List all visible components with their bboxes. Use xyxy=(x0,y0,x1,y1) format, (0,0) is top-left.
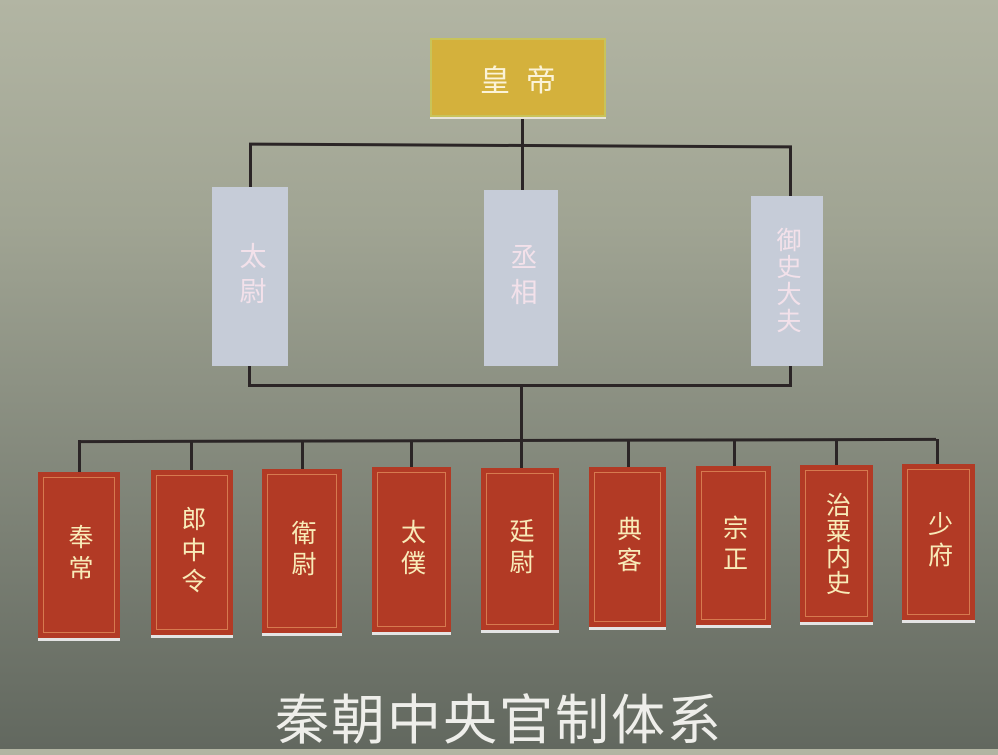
emperor-node: 皇帝 xyxy=(430,38,606,117)
connector-chengxiang xyxy=(521,145,524,191)
connector-official-6 xyxy=(627,440,630,468)
official-label: 廷尉 xyxy=(506,518,535,580)
official-node-3: 衛尉 xyxy=(262,469,342,633)
official-node-7: 宗正 xyxy=(696,466,771,625)
official-node-2: 郎中令 xyxy=(151,470,233,635)
connector-official-7 xyxy=(733,440,736,467)
minister-label: 御史大夫 xyxy=(773,227,802,335)
official-node-5: 廷尉 xyxy=(481,468,559,630)
connector-yushi xyxy=(789,147,792,197)
official-node-6: 典客 xyxy=(589,467,666,627)
official-node-9: 少府 xyxy=(902,464,975,620)
official-label: 衛尉 xyxy=(288,520,317,582)
official-label: 郎中令 xyxy=(178,506,207,599)
connector-taiwei-bottom xyxy=(248,366,251,386)
connector-official-3 xyxy=(301,440,304,470)
connector-official-4 xyxy=(410,440,413,468)
minister-node-chengxiang: 丞相 xyxy=(484,190,558,366)
connector-center-down xyxy=(520,385,523,441)
official-node-4: 太僕 xyxy=(372,467,451,632)
connector-yushi-bottom xyxy=(789,366,792,386)
official-label: 宗正 xyxy=(719,514,749,577)
official-node-1: 奉常 xyxy=(38,472,120,638)
official-label: 典客 xyxy=(613,516,643,578)
connector-official-9 xyxy=(936,439,939,465)
official-label: 太僕 xyxy=(397,518,427,581)
minister-node-yushidafu: 御史大夫 xyxy=(751,196,823,366)
connector-official-bar xyxy=(77,437,937,444)
connector-official-8 xyxy=(835,440,838,466)
minister-node-taiwei: 太尉 xyxy=(212,187,288,366)
connector-official-5 xyxy=(520,440,523,469)
emperor-label: 皇帝 xyxy=(480,63,572,99)
minister-label: 丞相 xyxy=(505,243,537,313)
connector-official-1 xyxy=(78,440,81,473)
connector-emperor-down xyxy=(521,117,524,147)
official-node-8: 治粟内史 xyxy=(800,465,873,622)
connector-taiwei xyxy=(249,145,252,188)
official-label: 奉常 xyxy=(65,524,94,586)
diagram-title: 秦朝中央官制体系 xyxy=(275,689,723,752)
minister-label: 太尉 xyxy=(234,241,266,312)
official-label: 治粟内史 xyxy=(822,491,852,596)
official-label: 少府 xyxy=(924,511,954,573)
connector-official-2 xyxy=(190,440,193,471)
